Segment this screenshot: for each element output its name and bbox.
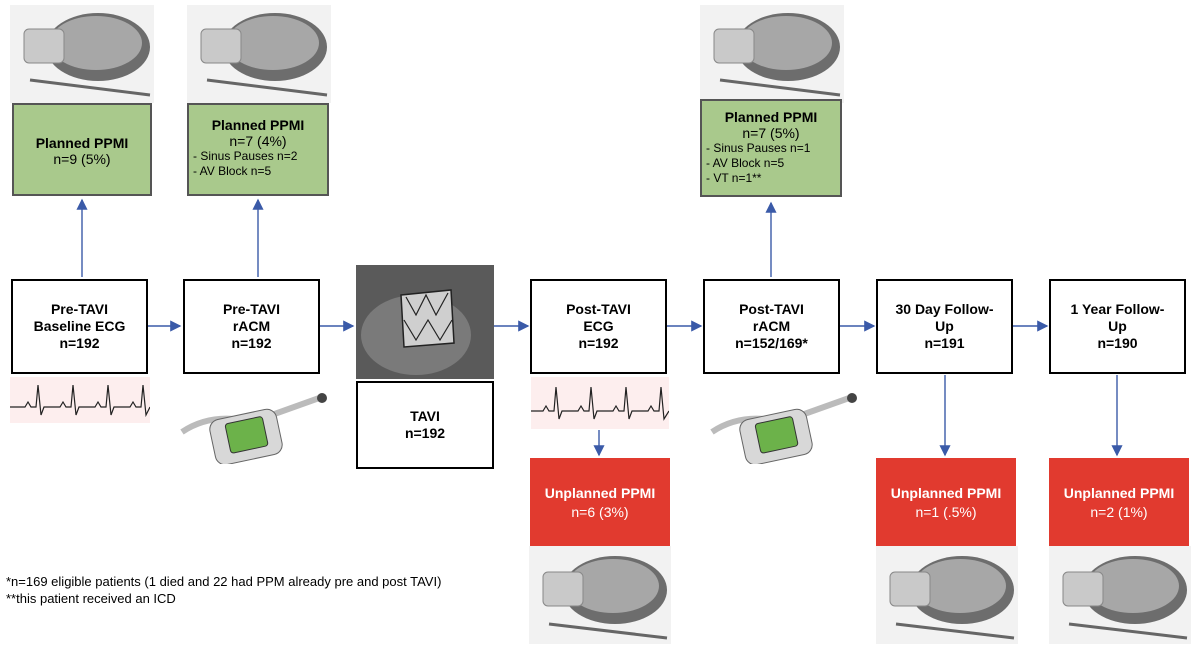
planned-count: n=9 (5%) bbox=[53, 151, 111, 167]
unplanned-title: Unplanned PPMI bbox=[890, 484, 1002, 501]
stage-count: n=192 bbox=[578, 335, 619, 351]
pacemaker-device-icon bbox=[1049, 546, 1191, 644]
footnote: **this patient received an ICD bbox=[6, 591, 176, 606]
pacemaker-device-icon bbox=[10, 5, 154, 103]
unplanned-title: Unplanned PPMI bbox=[544, 484, 656, 501]
tavi-valve-icon bbox=[356, 265, 494, 379]
stage-label: TAVI bbox=[410, 408, 440, 424]
stage-label: Pre-TAVI bbox=[50, 301, 109, 317]
stage-count: n=190 bbox=[1097, 335, 1138, 351]
stage-post-tavi-racm: Post-TAVI rACM n=152/169* bbox=[703, 279, 840, 374]
unplanned-count: n=2 (1%) bbox=[1090, 503, 1148, 520]
stage-count: n=192 bbox=[404, 425, 446, 441]
stage-post-tavi-ecg: Post-TAVI ECG n=192 bbox=[530, 279, 667, 374]
stage-count: n=191 bbox=[924, 335, 965, 351]
unplanned-ppmi-post-ecg: Unplanned PPMI n=6 (3%) bbox=[530, 458, 670, 546]
unplanned-title: Unplanned PPMI bbox=[1063, 484, 1175, 501]
planned-title: Planned PPMI bbox=[211, 117, 305, 133]
stage-1-year-follow-up: 1 Year Follow- Up n=190 bbox=[1049, 279, 1186, 374]
planned-item: - AV Block n=5 bbox=[193, 164, 272, 178]
planned-count: n=7 (4%) bbox=[229, 133, 287, 149]
planned-ppmi-pre-racm: Planned PPMI n=7 (4%) - Sinus Pauses n=2… bbox=[187, 103, 329, 196]
ecg-strip-icon bbox=[531, 377, 669, 429]
planned-count: n=7 (5%) bbox=[742, 125, 800, 141]
planned-title: Planned PPMI bbox=[35, 135, 129, 151]
handheld-monitor-icon bbox=[702, 392, 862, 464]
stage-pre-tavi-racm: Pre-TAVI rACM n=192 bbox=[183, 279, 320, 374]
planned-title: Planned PPMI bbox=[724, 109, 818, 125]
footnotes: *n=169 eligible patients (1 died and 22 … bbox=[6, 573, 516, 607]
stage-label: Pre-TAVI bbox=[222, 301, 281, 317]
stage-label: rACM bbox=[752, 318, 791, 334]
unplanned-ppmi-day30: Unplanned PPMI n=1 (.5%) bbox=[876, 458, 1016, 546]
stage-label: Up bbox=[1108, 318, 1127, 334]
footnote: *n=169 eligible patients (1 died and 22 … bbox=[6, 574, 442, 589]
unplanned-count: n=6 (3%) bbox=[571, 503, 629, 520]
handheld-monitor-icon bbox=[172, 392, 332, 464]
stage-count: n=152/169* bbox=[735, 335, 808, 351]
unplanned-count: n=1 (.5%) bbox=[915, 503, 977, 520]
stage-count: n=192 bbox=[59, 335, 100, 351]
planned-ppmi-post-racm: Planned PPMI n=7 (5%) - Sinus Pauses n=1… bbox=[700, 99, 842, 197]
pacemaker-device-icon bbox=[529, 546, 671, 644]
stage-label: Post-TAVI bbox=[739, 301, 804, 317]
stage-30-day-follow-up: 30 Day Follow- Up n=191 bbox=[876, 279, 1013, 374]
stage-label: ECG bbox=[583, 318, 614, 334]
stage-label: Up bbox=[935, 318, 954, 334]
stage-label: Post-TAVI bbox=[566, 301, 631, 317]
stage-tavi: TAVI n=192 bbox=[356, 381, 494, 469]
unplanned-ppmi-year1: Unplanned PPMI n=2 (1%) bbox=[1049, 458, 1189, 546]
ecg-strip-icon bbox=[10, 377, 150, 423]
stage-label: rACM bbox=[232, 318, 271, 334]
pacemaker-device-icon bbox=[700, 5, 844, 103]
planned-item: - VT n=1** bbox=[706, 171, 762, 185]
stage-label: Baseline ECG bbox=[33, 318, 126, 334]
pacemaker-device-icon bbox=[876, 546, 1018, 644]
stage-label: 30 Day Follow- bbox=[895, 301, 994, 317]
planned-item: - Sinus Pauses n=2 bbox=[193, 149, 298, 163]
stage-count: n=192 bbox=[231, 335, 272, 351]
stage-pre-tavi-baseline-ecg: Pre-TAVI Baseline ECG n=192 bbox=[11, 279, 148, 374]
stage-label: 1 Year Follow- bbox=[1070, 301, 1165, 317]
planned-item: - AV Block n=5 bbox=[706, 156, 785, 170]
planned-item: - Sinus Pauses n=1 bbox=[706, 141, 811, 155]
pacemaker-device-icon bbox=[187, 5, 331, 103]
planned-ppmi-pre-ecg: Planned PPMI n=9 (5%) bbox=[12, 103, 152, 196]
